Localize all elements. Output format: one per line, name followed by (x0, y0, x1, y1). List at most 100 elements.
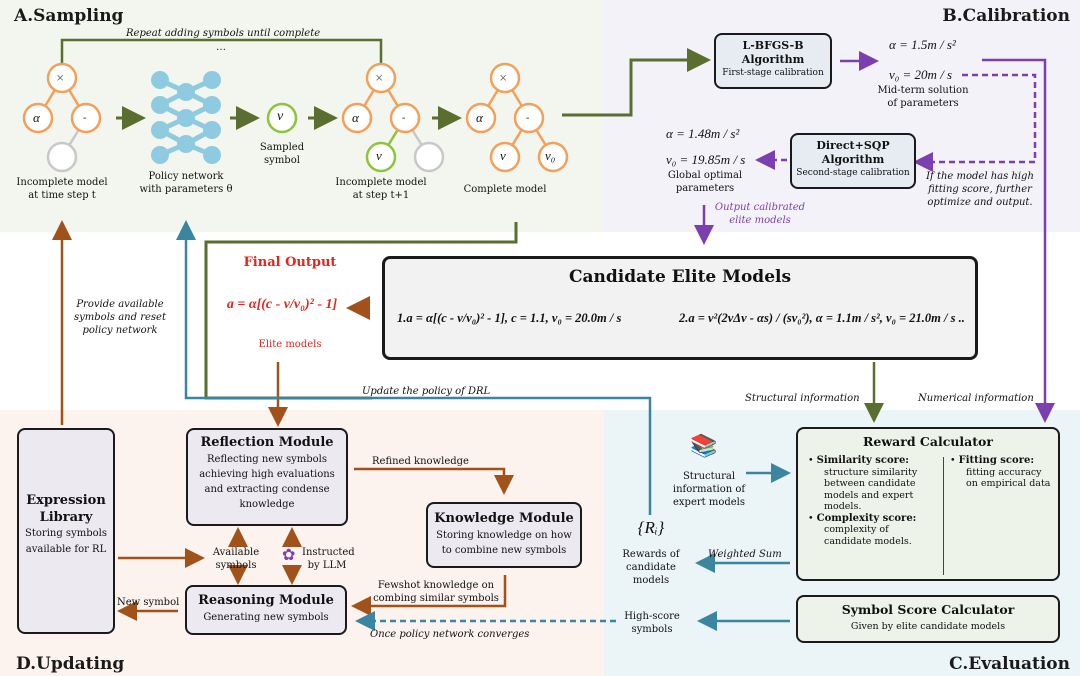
direct-sqp-title-2: Algorithm (821, 153, 885, 166)
lbfgsb-title-1: L-BFGS-B (742, 39, 804, 52)
reasoning-module-box: Reasoning Module Generating new symbols (185, 585, 347, 635)
sim-line-4: models. (824, 501, 862, 512)
provide-label-3: policy network (82, 325, 158, 336)
sim-line-1: structure similarity (824, 466, 918, 478)
reward-right-column: • Fitting score: fitting accuracy on emp… (950, 455, 1060, 490)
global-caption-2: parameters (675, 183, 735, 194)
tree2-right: - (402, 113, 406, 124)
reflection-desc-1: Reflecting new symbols (207, 454, 327, 465)
condition-3: optimize and output. (927, 197, 1033, 208)
fitting-score-title: Fitting score: (958, 455, 1035, 466)
reasoning-title: Reasoning Module (198, 593, 334, 608)
tree-incomplete-t (22, 62, 102, 173)
sampled-caption-2: symbol (264, 155, 300, 166)
direct-sqp-subtitle: Second-stage calibration (796, 168, 910, 178)
tree3-right: - (526, 113, 530, 124)
symbol-calc-title: Symbol Score Calculator (841, 602, 1015, 617)
lbfgsb-subtitle: First-stage calibration (722, 68, 824, 78)
symbol-calc-desc: Given by elite candidate models (850, 621, 1006, 632)
provide-label-1: Provide available (76, 299, 164, 310)
cx-line-2: candidate models. (824, 535, 912, 547)
candidate-model-1: 1.a = α[(c - v/v₀)² - 1], c = 1.1, v₀ = … (397, 311, 622, 325)
global-alpha: α = 1.48m / s² (666, 126, 740, 141)
condition-1: If the model has high (926, 171, 1034, 182)
section-title-evaluation: C.Evaluation (949, 654, 1070, 674)
reflection-desc-2: achieving high evaluations (199, 469, 335, 480)
tree3-left: α (476, 110, 483, 125)
lbfgsb-title-2: Algorithm (741, 53, 805, 66)
fit-line-2: on empirical data (966, 478, 1051, 489)
tree3-child-left: ν (500, 148, 506, 163)
final-output-title: Final Output (243, 255, 337, 270)
instructed-label-1: Instructed (302, 547, 355, 558)
tree1-root: × (56, 73, 65, 84)
reasoning-desc: Generating new symbols (203, 612, 329, 623)
knowledge-module-box: Knowledge Module Storing knowledge on ho… (426, 502, 582, 568)
final-output-formula: a = α[(c - v/v₀)² - 1] (226, 297, 338, 312)
lbfgsb-box: L-BFGS-B Algorithm First-stage calibrati… (714, 33, 832, 89)
knowledge-desc-2: to combine new symbols (441, 545, 567, 556)
repeat-label: Repeat adding symbols until complete (126, 28, 321, 39)
policy-network-icon (151, 71, 221, 164)
sampled-caption-1: Sampled (259, 142, 305, 153)
candidate-model-2: 2.a = v²(2vΔv - αs) / (sv₀²), α = 1.1m /… (679, 311, 965, 325)
sim-line-3: models and expert (824, 489, 914, 501)
output-label-2: elite models (729, 215, 791, 226)
mid-alpha: α = 1.5m / s² (889, 37, 956, 52)
sim-line-2: between candidate (824, 478, 916, 489)
tree2-left: α (352, 110, 359, 125)
high-score-label-1: High-score (624, 611, 680, 622)
policy-caption-1: Policy network (148, 171, 224, 182)
library-desc-1: Storing symbols (25, 528, 107, 539)
tree2-caption-1: Incomplete model (335, 177, 427, 188)
section-title-calibration: B.Calibration (942, 6, 1070, 26)
numerical-info-label: Numerical information (918, 393, 1034, 404)
mid-caption-2: of parameters (887, 98, 959, 109)
expert-label-2: information of (672, 484, 746, 495)
reflection-desc-3: and extracting condense (204, 484, 330, 495)
cx-line-1: complexity of (824, 524, 889, 535)
available-label-2: symbols (215, 560, 257, 571)
instructed-label-2: by LLM (307, 560, 347, 571)
expression-library-box: Expression Library Storing symbols avail… (17, 428, 115, 634)
tree1-caption-1: Incomplete model (16, 177, 108, 188)
new-symbol-label: New symbol (117, 597, 180, 608)
candidates-title: Candidate Elite Models (568, 267, 792, 287)
rewards-label-3: models (632, 575, 670, 586)
complexity-score-title: Complexity score: (816, 512, 917, 524)
reflection-desc-4: knowledge (239, 499, 295, 510)
tree2-root: × (375, 73, 384, 84)
expert-label-3: expert models (672, 497, 745, 508)
rewards-label-2: candidate (626, 562, 676, 573)
knowledge-title: Knowledge Module (434, 511, 574, 526)
provide-label-2: symbols and reset (74, 312, 166, 323)
column-divider (943, 457, 944, 575)
books-icon: 📚 (690, 434, 718, 459)
structural-info-label: Structural information (745, 393, 860, 404)
high-score-label-2: symbols (631, 624, 673, 635)
tree3-root: × (499, 73, 508, 84)
rewards-symbol: {Rᵢ} (637, 518, 665, 537)
policy-caption-2: with parameters θ (139, 184, 233, 195)
mid-caption-1: Mid-term solution (877, 85, 969, 96)
available-label-1: Available (212, 547, 260, 558)
sampled-symbol-node (266, 102, 298, 134)
section-title-updating: D.Updating (16, 654, 125, 674)
ellipsis: … (216, 42, 226, 53)
tree-incomplete-t1 (341, 62, 445, 173)
direct-sqp-box: Direct+SQP Algorithm Second-stage calibr… (790, 133, 916, 189)
tree2-caption-2: at step t+1 (352, 190, 410, 201)
reflection-title: Reflection Module (200, 435, 334, 450)
library-title-1: Expression (26, 493, 106, 508)
condition-2: fitting score, further (928, 184, 1032, 195)
tree1-right: - (83, 113, 87, 124)
rewards-label-1: Rewards of (622, 549, 680, 560)
refined-knowledge-label: Refined knowledge (372, 456, 469, 467)
tree1-caption-2: at time step t (28, 190, 96, 201)
reward-left-column: • Similarity score: structure similarity… (808, 455, 948, 547)
reward-calc-title: Reward Calculator (863, 434, 993, 449)
section-title-sampling: A.Sampling (14, 6, 124, 26)
tree1-left: α (33, 110, 40, 125)
library-desc-2: available for RL (25, 544, 107, 555)
reflection-module-box: Reflection Module Reflecting new symbols… (186, 428, 348, 526)
